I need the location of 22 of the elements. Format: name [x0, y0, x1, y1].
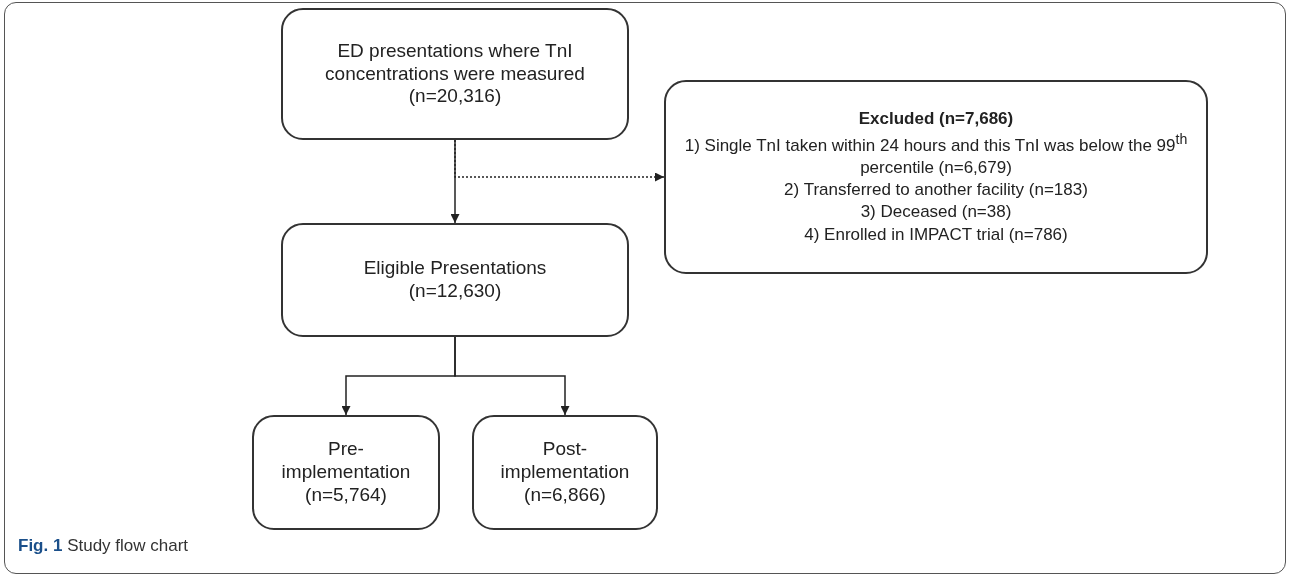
- count-text: (n=12,630): [408, 280, 502, 303]
- process-box: [664, 80, 1208, 274]
- count-text: (n=5,764): [305, 483, 387, 507]
- exclusion-item: 4) Enrolled in IMPACT trial (n=786): [804, 223, 1068, 246]
- count-text: (n=6,866): [524, 483, 606, 507]
- dotted-arrow: [454, 139, 665, 182]
- exclusion-item: 3) Deceased (n=38): [860, 201, 1012, 224]
- exclusion-item: 1) Single TnI taken within 24 hours and this TnI was below the 99$^{th}$ percentile (n=6,679): [683, 130, 1189, 180]
- box-text: ED presentations where TnI concentrations were measured: [324, 39, 586, 86]
- count-text: (n=20,316): [408, 85, 502, 109]
- process-box: [281, 8, 629, 140]
- box-text: Pre-implementation: [280, 438, 412, 484]
- box-text: Post-implementation: [499, 438, 631, 484]
- box-text: Eligible Presentations: [363, 257, 547, 280]
- process-box: [472, 415, 658, 530]
- box-heading: Excluded (n=7,686): [858, 108, 1014, 131]
- arrow: [454, 336, 570, 416]
- arrow: [450, 139, 460, 224]
- exclusion-item: 2) Transferred to another facility (n=183): [784, 179, 1088, 202]
- process-box: [281, 223, 629, 337]
- figure-caption: Fig. 1 Study flow chart: [18, 536, 189, 556]
- process-box: [252, 415, 440, 530]
